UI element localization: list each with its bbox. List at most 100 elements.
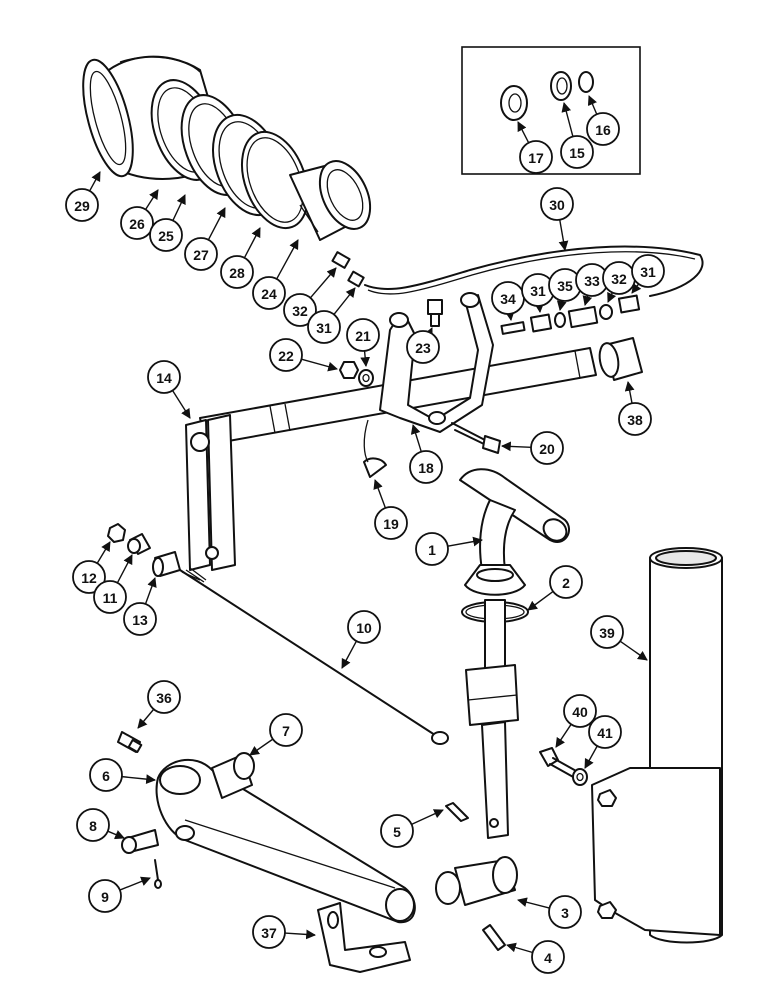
part-23-bolt bbox=[427, 299, 443, 327]
callout-label: 35 bbox=[557, 278, 573, 294]
callout-circle bbox=[269, 338, 303, 372]
callout-label: 1 bbox=[428, 542, 436, 558]
leader-c27 bbox=[207, 207, 226, 241]
callout-c22: 22 bbox=[269, 338, 303, 372]
part-22-nut bbox=[339, 361, 359, 379]
leader-c38 bbox=[624, 381, 635, 404]
part-20-bolt bbox=[451, 422, 501, 454]
callout-circle bbox=[563, 694, 597, 728]
callout-c32b: 32 bbox=[602, 261, 636, 295]
leader-c24 bbox=[276, 239, 299, 280]
part-21-washer bbox=[358, 369, 374, 387]
leader-c34 bbox=[504, 310, 515, 321]
part-10-rod bbox=[179, 567, 449, 745]
callout-c13: 13 bbox=[123, 602, 157, 636]
callout-label: 12 bbox=[81, 570, 97, 586]
callout-c31a: 31 bbox=[307, 310, 341, 344]
callout-c21: 21 bbox=[346, 318, 380, 352]
callout-circle bbox=[220, 255, 254, 289]
leader-c19 bbox=[373, 479, 387, 509]
callout-label: 29 bbox=[74, 198, 90, 214]
part-39-clamp-plate bbox=[591, 767, 721, 936]
part-36-grease-nipple bbox=[117, 731, 143, 753]
callout-circle bbox=[519, 140, 553, 174]
part-32-fitting-right bbox=[599, 304, 613, 320]
callout-label: 3 bbox=[561, 905, 569, 921]
callout-circle bbox=[252, 915, 286, 949]
callout-circle bbox=[590, 615, 624, 649]
callout-c26: 26 bbox=[120, 206, 154, 240]
callout-label: 31 bbox=[640, 264, 656, 280]
callout-circle bbox=[531, 940, 565, 974]
part-28-ring bbox=[241, 130, 309, 230]
callout-c6: 6 bbox=[89, 758, 123, 792]
callout-c31b: 31 bbox=[521, 273, 555, 307]
callout-c31c: 31 bbox=[631, 254, 665, 288]
callout-c20: 20 bbox=[530, 431, 564, 465]
callout-label: 31 bbox=[316, 320, 332, 336]
callout-c11: 11 bbox=[93, 580, 127, 614]
part-3-coupling bbox=[435, 856, 518, 906]
leader-c21 bbox=[360, 350, 371, 367]
callout-c9: 9 bbox=[88, 879, 122, 913]
callout-label: 14 bbox=[156, 370, 172, 386]
callout-circle bbox=[540, 187, 574, 221]
part-34-pin bbox=[500, 321, 526, 335]
callout-label: 39 bbox=[599, 625, 615, 641]
callout-c25: 25 bbox=[149, 218, 183, 252]
callout-label: 7 bbox=[282, 723, 290, 739]
leader-c40 bbox=[555, 723, 572, 748]
callout-circle bbox=[560, 135, 594, 169]
callout-c3: 3 bbox=[548, 895, 582, 929]
part-16-circlip bbox=[578, 71, 594, 93]
callout-label: 40 bbox=[572, 704, 588, 720]
callout-circle bbox=[415, 532, 449, 566]
callout-c36: 36 bbox=[147, 680, 181, 714]
part-15-seal bbox=[550, 71, 572, 101]
callout-circle bbox=[374, 506, 408, 540]
leader-c37 bbox=[284, 929, 316, 940]
part-shift-shaft bbox=[465, 599, 519, 839]
callout-c27: 27 bbox=[184, 237, 218, 271]
part-8-pin bbox=[121, 829, 159, 854]
callout-c12: 12 bbox=[72, 560, 106, 594]
callout-c34: 34 bbox=[491, 281, 525, 315]
callout-c17: 17 bbox=[519, 140, 553, 174]
leader-c30 bbox=[558, 219, 569, 251]
callout-label: 11 bbox=[103, 590, 118, 606]
leader-c39 bbox=[619, 640, 648, 661]
part-33-union bbox=[567, 305, 599, 329]
callout-c4: 4 bbox=[531, 940, 565, 974]
callout-circle bbox=[307, 310, 341, 344]
callout-circle bbox=[65, 188, 99, 222]
part-5-pin bbox=[445, 802, 469, 822]
part-38-bushing bbox=[598, 337, 643, 381]
callout-label: 5 bbox=[393, 824, 401, 840]
callout-circle bbox=[588, 715, 622, 749]
callout-c24: 24 bbox=[252, 276, 286, 310]
callout-c16: 16 bbox=[586, 112, 620, 146]
leader-c17 bbox=[517, 121, 530, 144]
leader-c13 bbox=[144, 577, 157, 605]
part-37-bracket bbox=[317, 902, 411, 973]
callout-c14: 14 bbox=[147, 360, 181, 394]
leader-c16 bbox=[587, 95, 598, 115]
part-1-lever-boot bbox=[464, 564, 526, 596]
callout-c39: 39 bbox=[590, 615, 624, 649]
callout-label: 21 bbox=[355, 328, 371, 344]
callout-label: 19 bbox=[383, 516, 399, 532]
callout-c10: 10 bbox=[347, 610, 381, 644]
callout-label: 26 bbox=[129, 216, 145, 232]
part-18-fork bbox=[379, 292, 494, 433]
callout-circle bbox=[93, 580, 127, 614]
callout-circle bbox=[252, 276, 286, 310]
callout-c1: 1 bbox=[415, 532, 449, 566]
callout-label: 38 bbox=[627, 412, 643, 428]
callout-label: 27 bbox=[193, 247, 209, 263]
callout-circle bbox=[346, 318, 380, 352]
callout-c18: 18 bbox=[409, 450, 443, 484]
callout-label: 13 bbox=[132, 612, 148, 628]
callout-circle bbox=[406, 330, 440, 364]
part-7-boss bbox=[211, 752, 255, 799]
